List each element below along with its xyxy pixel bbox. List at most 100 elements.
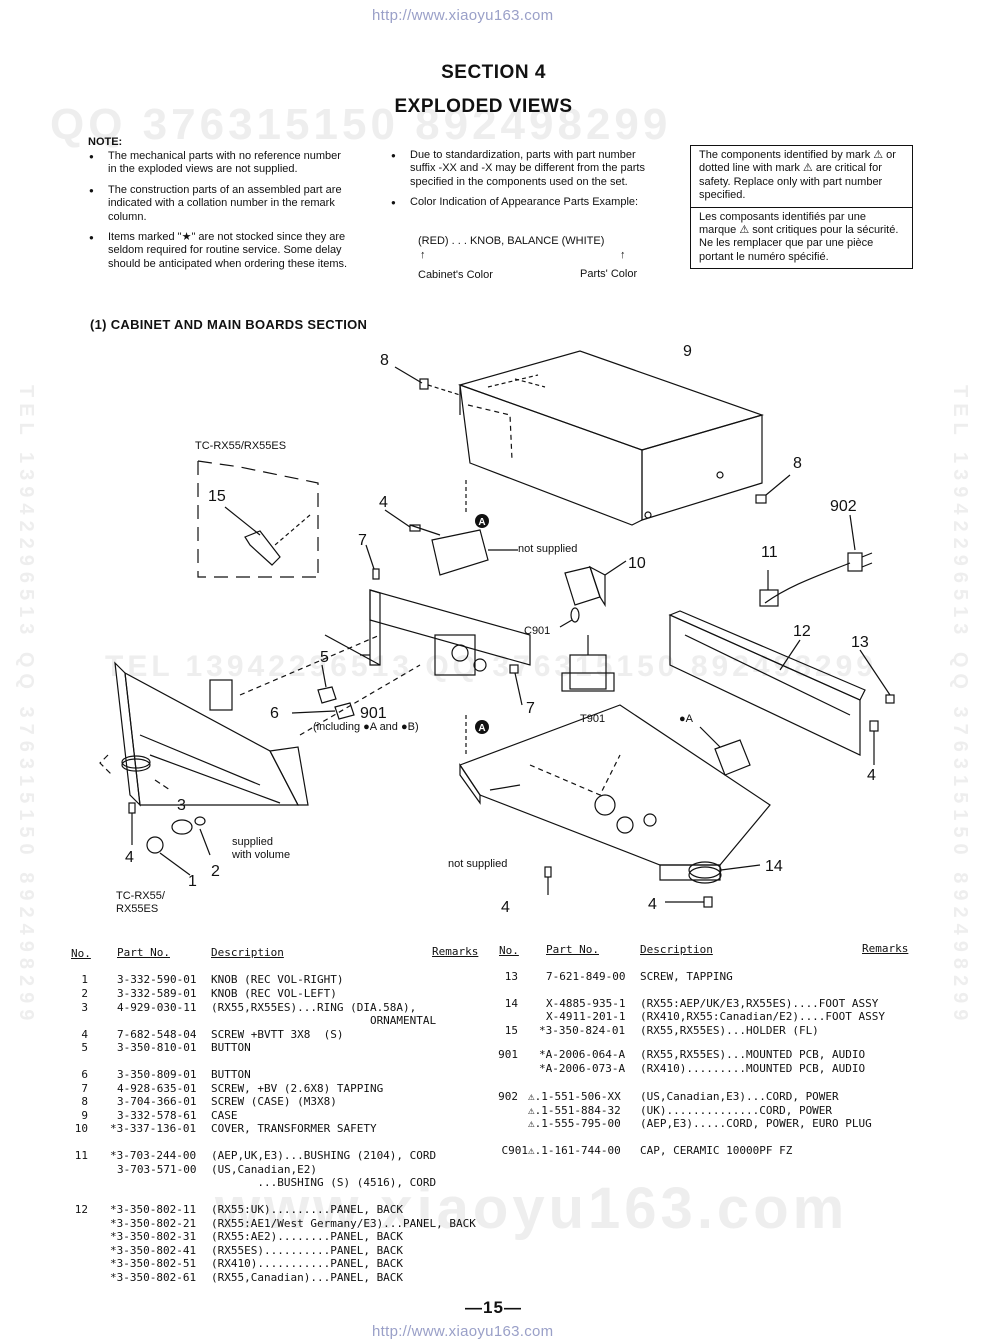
callout-8: 8 — [380, 352, 389, 369]
screw-7-upper — [372, 568, 380, 580]
bottom-model-label: TC-RX55/ RX55ES — [116, 890, 165, 915]
screw-8-top — [394, 366, 461, 396]
callout-902: 902 — [830, 498, 857, 515]
callout-2: 2 — [211, 863, 220, 880]
transformer-t901 — [561, 635, 615, 692]
callout-12: 12 — [793, 623, 811, 640]
cover-10 — [564, 560, 627, 608]
note-item: Items marked "★" are not stocked since t… — [88, 231, 350, 271]
including-label: (including ●A and ●B) — [313, 721, 419, 733]
callout-10: 10 — [628, 555, 646, 572]
inset-model-label: TC-RX55/RX55ES — [195, 440, 287, 452]
knob-2 — [171, 816, 211, 856]
svg-text:A: A — [478, 517, 485, 528]
callout-901: 901 — [360, 705, 387, 722]
not-supplied-label: not supplied — [448, 858, 508, 870]
note-heading: NOTE: — [88, 136, 123, 148]
t901-label: T901 — [580, 713, 606, 725]
callout-3: 3 — [177, 797, 186, 814]
parts-color-label: Parts' Color — [580, 268, 638, 280]
pcb-901 — [324, 589, 531, 676]
holder-15 — [224, 506, 311, 566]
watermark-qq: QQ 376315150 892498299 — [50, 100, 672, 149]
note-item: The mechanical parts with no reference n… — [88, 150, 350, 177]
screw-4-left — [128, 802, 136, 845]
cabinet-color-label: Cabinet's Color — [418, 269, 493, 281]
power-cord-902 — [764, 514, 873, 604]
subsection-title: (1) CABINET AND MAIN BOARDS SECTION — [90, 317, 368, 332]
chassis — [459, 704, 771, 881]
callout-7: 7 — [526, 700, 535, 717]
screw-13 — [859, 649, 895, 704]
front-panel — [114, 634, 421, 807]
knob-1 — [146, 836, 191, 876]
safety-notice-english: The components identified by mark ⚠ or d… — [699, 149, 896, 202]
note-list-right: Due to standardization, parts with part … — [390, 149, 652, 210]
color-example-line: (RED) . . . KNOB, BALANCE (WHITE) — [418, 235, 605, 247]
watermark-bottom: www.xiaoyu163.com — [215, 1176, 849, 1241]
watermark-side-left: TEL 13942296513 QQ 376315150 892498299 — [15, 385, 37, 1027]
note-item: The construction parts of an assembled p… — [88, 184, 350, 224]
callout-11: 11 — [761, 544, 778, 561]
screw-4-bottom — [544, 866, 713, 908]
callout-9: 9 — [683, 343, 692, 360]
page-title: EXPLODED VIEWS — [394, 96, 573, 117]
safety-notice-french: Les composants identifiés par une marque… — [691, 206, 912, 269]
section-title: SECTION 4 — [441, 62, 546, 83]
header-url[interactable]: http://www.xiaoyu163.com — [372, 7, 554, 24]
note-item: Color Indication of Appearance Parts Exa… — [390, 196, 652, 210]
callout-7: 7 — [358, 532, 367, 549]
callout-4: 4 — [125, 849, 134, 866]
note-list-left: The mechanical parts with no reference n… — [88, 150, 350, 278]
safety-notice-box: The components identified by mark ⚠ or d… — [690, 145, 913, 270]
bushing-11 — [759, 570, 779, 607]
footer-url[interactable]: http://www.xiaoyu163.com — [372, 1323, 554, 1340]
watermark-center: TEL 13942296513 QQ 376315150 892498299 — [105, 650, 877, 683]
screw-8-right — [755, 474, 791, 504]
callout-6: 6 — [270, 705, 279, 722]
button-5 — [317, 664, 337, 704]
back-panel-12 — [668, 610, 866, 756]
header-no: No. — [499, 944, 519, 957]
up-arrow-icon: ↑ — [620, 249, 626, 261]
svg-text:A: A — [478, 723, 485, 734]
callout-4: 4 — [648, 896, 657, 913]
supplied-with-volume-label: supplied with volume — [232, 836, 291, 861]
callout-1: 1 — [188, 873, 197, 890]
callout-14: 14 — [765, 858, 783, 875]
note-item: Due to standardization, parts with part … — [390, 149, 652, 189]
bracket-a — [699, 726, 751, 776]
header-part-no: Part No. — [117, 946, 170, 959]
button-6 — [291, 702, 355, 720]
header-part-no: Part No. — [546, 943, 599, 956]
watermark-side-right: TEL 13942296513 QQ 376315150 892498299 — [949, 385, 971, 1027]
not-supplied-label: not supplied — [518, 543, 578, 555]
ref-a-marker: A A — [475, 514, 489, 734]
callout-5: 5 — [320, 649, 329, 666]
header-description: Description — [211, 946, 284, 959]
ref-a-label: ●A — [679, 713, 693, 725]
screw-4-upper — [409, 524, 421, 532]
c901-label: C901 — [524, 625, 551, 637]
callout-8: 8 — [793, 455, 802, 472]
up-arrow-icon: ↑ — [420, 249, 426, 261]
inset-box — [197, 460, 319, 578]
header-description: Description — [640, 943, 713, 956]
case-part — [458, 350, 764, 526]
header-no: No. — [71, 947, 91, 960]
page-number: —15— — [465, 1298, 522, 1317]
callout-4: 4 — [501, 899, 510, 916]
ring-3 — [99, 754, 171, 791]
callout-15: 15 — [208, 488, 226, 505]
screw-7-lower — [509, 664, 519, 674]
callout-13: 13 — [851, 634, 869, 651]
header-remarks: Remarks — [432, 945, 479, 958]
callout-4: 4 — [867, 767, 876, 784]
capacitor-c901 — [559, 607, 580, 628]
foot-14 — [688, 861, 761, 884]
callout-4: 4 — [379, 494, 388, 511]
bracket-part — [409, 524, 518, 576]
header-remarks: Remarks — [862, 942, 909, 955]
